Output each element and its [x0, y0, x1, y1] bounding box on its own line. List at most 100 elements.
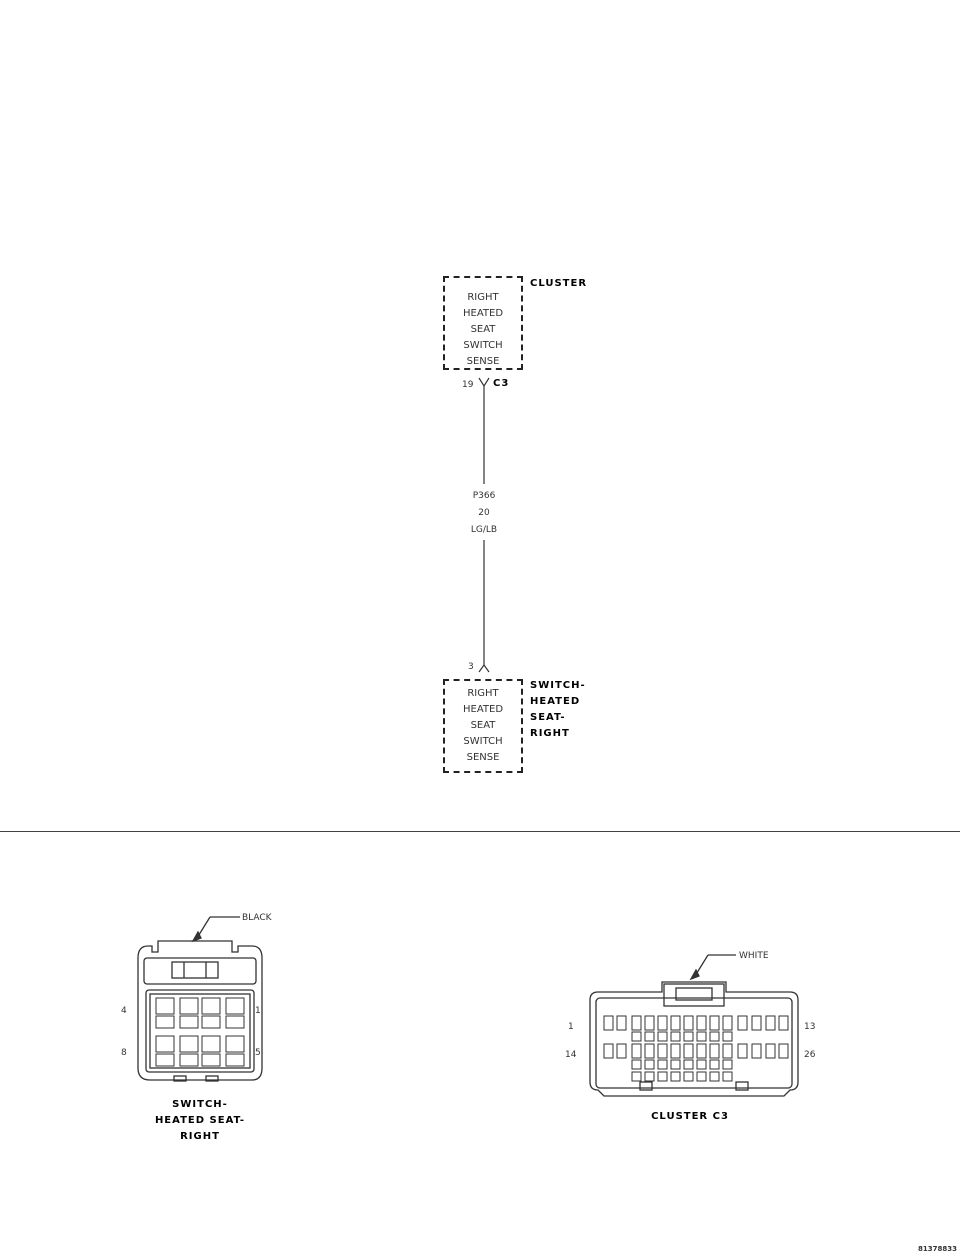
cluster-line: HEATED: [462, 308, 504, 319]
figure-id: 81378833: [918, 1245, 957, 1253]
cavity: [631, 1059, 642, 1070]
cluster-line: SENSE: [466, 356, 500, 367]
cluster-module-text: RIGHT HEATED SEAT SWITCH SENSE: [445, 290, 521, 370]
cavity: [696, 1071, 707, 1082]
cavity: [683, 1059, 694, 1070]
cavity: [644, 1043, 655, 1059]
cavity: [778, 1015, 789, 1031]
right-pin-1: 1: [568, 1022, 574, 1032]
cavity: [751, 1043, 762, 1059]
switch-pin-number: 3: [468, 662, 474, 672]
left-pin-4: 4: [121, 1006, 127, 1016]
cavity: [737, 1043, 748, 1059]
left-pin-1: 1: [255, 1006, 261, 1016]
cavity: [709, 1043, 720, 1059]
cluster-pin-number: 19: [462, 380, 474, 390]
cavity: [670, 1071, 681, 1082]
cavity: [657, 1059, 668, 1070]
cavity: [603, 1043, 614, 1059]
cluster-module-box: RIGHT HEATED SEAT SWITCH SENSE: [443, 276, 523, 370]
cavity: [722, 1043, 733, 1059]
left-pin-8: 8: [121, 1048, 127, 1058]
switch-module-text: RIGHT HEATED SEAT SWITCH SENSE: [445, 686, 521, 766]
cavity: [616, 1015, 627, 1031]
switch-name-line: SEAT-: [530, 712, 566, 723]
cavity: [683, 1071, 694, 1082]
cavity: [722, 1015, 733, 1031]
cavity: [644, 1015, 655, 1031]
cluster-connector-id: C3: [493, 378, 510, 389]
cavity: [722, 1059, 733, 1070]
cavity: [751, 1015, 762, 1031]
cavity: [657, 1031, 668, 1042]
left-title-line: HEATED SEAT-: [154, 1115, 246, 1126]
switch-module-name: SWITCH- HEATED SEAT- RIGHT: [530, 678, 586, 742]
cavity: [722, 1071, 733, 1082]
cavity: [644, 1059, 655, 1070]
right-connector-cavities: [603, 1015, 789, 1082]
wire-color: LG/LB: [470, 525, 498, 535]
right-pin-13: 13: [804, 1022, 816, 1032]
left-title-line: RIGHT: [180, 1131, 220, 1142]
cluster-line: RIGHT: [467, 292, 499, 303]
switch-line: RIGHT: [467, 688, 499, 699]
cavity: [683, 1015, 694, 1031]
section-divider: [0, 831, 960, 832]
wire-line: [478, 377, 490, 673]
right-connector-drawing: [589, 954, 799, 1097]
switch-line: SWITCH: [463, 736, 503, 747]
cavity: [644, 1071, 655, 1082]
cavity: [631, 1031, 642, 1042]
left-connector-drawing: [137, 916, 263, 1082]
cavity: [670, 1059, 681, 1070]
cavity: [683, 1043, 694, 1059]
cavity: [778, 1043, 789, 1059]
switch-module-box: RIGHT HEATED SEAT SWITCH SENSE: [443, 679, 523, 773]
left-title-line: SWITCH-: [172, 1099, 228, 1110]
cavity: [657, 1015, 668, 1031]
cavity: [683, 1031, 694, 1042]
switch-name-line: RIGHT: [530, 728, 570, 739]
cavity: [709, 1031, 720, 1042]
cavity: [631, 1071, 642, 1082]
right-pin-26: 26: [804, 1050, 816, 1060]
cavity: [737, 1015, 748, 1031]
cavity: [670, 1031, 681, 1042]
cavity: [765, 1015, 776, 1031]
left-connector-cavities: [155, 997, 245, 1067]
right-pin-14: 14: [565, 1050, 577, 1060]
cavity: [631, 1043, 642, 1059]
c3-connector-symbol: [478, 377, 490, 388]
right-connector-title: CLUSTER C3: [651, 1111, 729, 1122]
wire-label: P366 20 LG/LB: [456, 488, 512, 539]
cavity: [696, 1015, 707, 1031]
cavity: [670, 1015, 681, 1031]
left-connector-title: SWITCH- HEATED SEAT- RIGHT: [130, 1097, 270, 1145]
cavity: [657, 1071, 668, 1082]
cavity: [696, 1043, 707, 1059]
cavity: [722, 1031, 733, 1042]
cavity: [696, 1031, 707, 1042]
cluster-line: SEAT: [470, 324, 496, 335]
left-connector-color: BLACK: [242, 913, 272, 923]
switch-line: SEAT: [470, 720, 496, 731]
cavity: [670, 1043, 681, 1059]
cavity: [657, 1043, 668, 1059]
cavity: [709, 1015, 720, 1031]
switch-name-line: SWITCH-: [530, 680, 586, 691]
cluster-line: SWITCH: [463, 340, 503, 351]
right-connector-color: WHITE: [739, 951, 769, 961]
switch-name-line: HEATED: [530, 696, 581, 707]
cavity: [644, 1031, 655, 1042]
cluster-module-name: CLUSTER: [530, 278, 588, 289]
cavity: [631, 1015, 642, 1031]
cavity: [709, 1071, 720, 1082]
cavity: [709, 1059, 720, 1070]
wire-gauge: 20: [478, 508, 490, 518]
left-pin-5: 5: [255, 1048, 261, 1058]
cavity: [765, 1043, 776, 1059]
switch-line: SENSE: [466, 752, 500, 763]
wire-circuit: P366: [472, 491, 496, 501]
cavity: [696, 1059, 707, 1070]
cavity: [603, 1015, 614, 1031]
